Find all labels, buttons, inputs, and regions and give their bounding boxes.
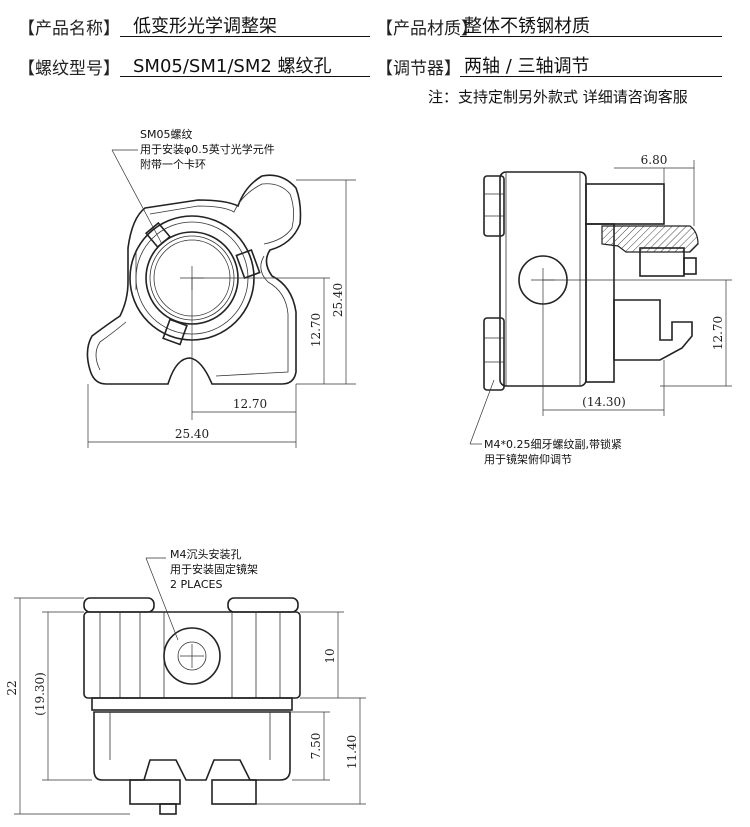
product-name-label: 【产品名称】: [18, 19, 120, 39]
material-value-wrap: 整体不锈钢材质: [464, 12, 590, 38]
bottom-dim-upper: 10: [323, 648, 337, 663]
front-dim-height: 25.40: [331, 283, 345, 317]
adjuster-value-wrap: 两轴 / 三轴调节: [464, 52, 590, 78]
front-callout-line-2: 用于安装φ0.5英寸光学元件: [140, 142, 275, 156]
adjuster-underline: [460, 76, 722, 77]
bottom-dim-total: 22: [5, 680, 19, 695]
bottom-dim-lower-b: 11.40: [345, 735, 359, 769]
side-dim-top: 6.80: [641, 153, 668, 167]
front-mount-body: [86, 174, 302, 385]
front-callout-line-1: SM05螺纹: [140, 127, 192, 141]
side-dim-right: 12.70: [711, 316, 725, 350]
bottom-callout-line-1: M4沉头安装孔: [170, 547, 242, 561]
bottom-callout-line-3: 2 PLACES: [170, 578, 222, 591]
adjuster-label: 【调节器】: [376, 59, 461, 79]
product-name-row: 【产品名称】: [18, 14, 120, 39]
bottom-callout-line-2: 用于安装固定镜架: [170, 562, 258, 576]
side-view: 6.80 12.70 (14.30) M4*0.25细牙螺纹副,带锁紧 用于镜架…: [469, 153, 732, 466]
front-dim-center-v: 12.70: [309, 313, 323, 347]
thread-row: 【螺纹型号】: [18, 54, 120, 79]
bottom-lower-block: [93, 711, 291, 781]
thread-underline: [120, 76, 370, 77]
thread-label: 【螺纹型号】: [18, 59, 120, 79]
product-name-value: 低变形光学调整架: [133, 16, 277, 37]
side-section-hatch: [601, 225, 699, 253]
custom-note: 注：支持定制另外款式 详细请咨询客服: [428, 88, 688, 106]
bottom-view: M4沉头安装孔 用于安装固定镜架 2 PLACES 22 (19.30) 10 …: [5, 547, 366, 815]
thread-value: SM05/SM1/SM2 螺纹孔: [133, 56, 332, 77]
material-value: 整体不锈钢材质: [464, 16, 590, 37]
product-name-value-wrap: 低变形光学调整架: [133, 12, 277, 38]
thread-value-wrap: SM05/SM1/SM2 螺纹孔: [133, 52, 332, 78]
material-label: 【产品材质】: [376, 19, 478, 39]
side-callout-line-1: M4*0.25细牙螺纹副,带锁紧: [484, 437, 622, 451]
material-underline: [460, 36, 722, 37]
front-dim-center-h: 12.70: [233, 397, 267, 411]
adjuster-value: 两轴 / 三轴调节: [464, 56, 590, 77]
front-callout-line-3: 附带一个卡环: [140, 157, 206, 171]
product-name-underline: [120, 36, 370, 37]
side-callout-line-2: 用于镜架俯仰调节: [484, 452, 572, 466]
front-dim-width: 25.40: [175, 427, 209, 441]
bottom-mount-hole: [163, 627, 221, 685]
side-dim-bottom: (14.30): [582, 395, 626, 409]
bottom-dim-lower-a: 7.50: [309, 733, 323, 760]
material-row: 【产品材质】: [376, 14, 478, 39]
bottom-dim-ref: (19.30): [33, 672, 47, 716]
adjuster-row: 【调节器】: [376, 54, 461, 79]
front-view: SM05螺纹 用于安装φ0.5英寸光学元件 附带一个卡环 25.40 12.70…: [86, 127, 356, 448]
